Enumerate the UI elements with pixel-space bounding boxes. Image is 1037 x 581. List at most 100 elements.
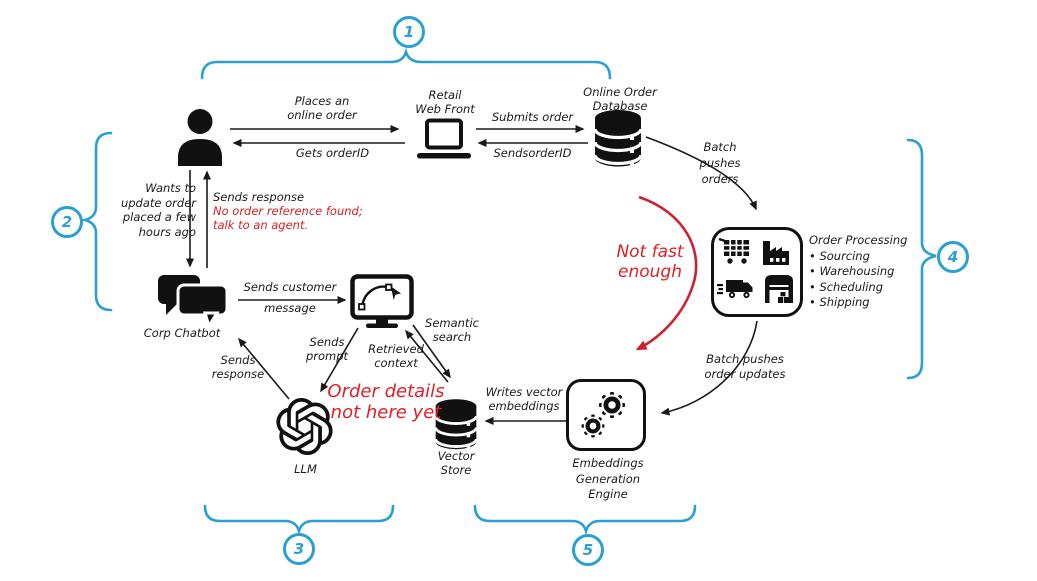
- retail-web-front-icon: [417, 118, 471, 159]
- badge-5-number: 5: [582, 541, 594, 559]
- sends-customer-line2: message: [264, 301, 316, 315]
- corp-chatbot-text: Corp Chatbot: [143, 326, 221, 340]
- arrow-retrieved-context: [405, 329, 449, 383]
- badge-4-number: 4: [947, 248, 959, 266]
- edge-label-submits-order: Submits order: [480, 110, 585, 125]
- order-details-line2: not here yet: [330, 402, 442, 423]
- llm-icon: [276, 398, 333, 455]
- sends-prompt-line2: prompt: [305, 348, 349, 363]
- writes-vector-line1: Writes vector: [485, 385, 563, 399]
- annotation-order-details: Order details not here yet: [318, 381, 454, 423]
- wants-line1: Wants to: [145, 181, 196, 195]
- gets-orderid-text: Gets orderID: [295, 146, 370, 160]
- embeddings-engine-gears: [579, 390, 627, 440]
- vector-store-line2: Store: [440, 462, 472, 477]
- semantic-line1: Semantic: [425, 316, 479, 330]
- factory-icon: [763, 241, 789, 265]
- batch-orders-line2: pushes: [699, 156, 741, 170]
- sends-customer-line1: Sends customer: [243, 280, 337, 294]
- edge-label-sends-orderid: SendsorderID: [480, 146, 585, 161]
- brace-3: [203, 504, 395, 536]
- brace-2: [80, 131, 113, 312]
- arrow-batch-pushes-orders: [645, 136, 757, 211]
- customer-icon: [178, 109, 222, 166]
- edge-label-sends-customer-line2: message: [236, 301, 344, 316]
- edge-label-gets-orderid: Gets orderID: [270, 146, 395, 161]
- embeddings-line2: Generation: [575, 471, 641, 486]
- node-label-online-order-database: Online Order Database: [572, 85, 668, 113]
- retrieved-line1: Retrieved: [368, 342, 424, 356]
- sends-response-chatbot-line1: Sends: [220, 353, 256, 367]
- arrow-batch-pushes-updates: [660, 320, 758, 416]
- node-label-embeddings-engine: Embeddings Generation Engine: [558, 456, 658, 503]
- badge-3-number: 3: [293, 540, 305, 558]
- sends-response-user-text: Sends response: [213, 190, 305, 204]
- edge-label-places-order: Places an online order: [263, 94, 381, 122]
- retail-line1: Retail: [428, 88, 462, 102]
- edge-label-semantic-search: Semantic search: [416, 316, 488, 344]
- badge-3: 3: [283, 533, 315, 565]
- edge-label-sends-customer-line1: Sends customer: [236, 280, 344, 295]
- edge-label-sends-response-chatbot: Sends response: [202, 353, 274, 381]
- brace-5: [473, 504, 697, 536]
- batch-orders-line1: Batch: [703, 140, 737, 154]
- semantic-line2: search: [432, 329, 472, 344]
- edge-label-sends-response-user: Sends response No order reference found;…: [213, 190, 363, 232]
- llm-text: LLM: [294, 462, 317, 476]
- orchestrator-monitor-icon: [350, 274, 414, 328]
- edge-label-wants-update: Wants to update order placed a few hours…: [108, 181, 196, 239]
- warehouse-icon: [765, 275, 793, 303]
- edge-label-retrieved-context: Retrieved context: [360, 342, 432, 370]
- corp-chatbot-icon: [158, 275, 229, 326]
- arrow-llm-to-chatbot: [238, 337, 290, 400]
- annotation-not-fast-enough: Not fast enough: [608, 242, 692, 282]
- order-processing-bullet-warehousing: • Warehousing: [809, 264, 895, 278]
- no-order-reference-line1: No order reference found;: [213, 204, 363, 218]
- no-order-reference-line2: talk to an agent.: [213, 218, 309, 232]
- retail-line2: Web Front: [415, 101, 475, 116]
- embeddings-line1: Embeddings: [572, 456, 644, 470]
- order-processing-title: Order Processing: [809, 233, 908, 247]
- edge-label-batch-pushes-updates: Batch pushes order updates: [694, 352, 796, 382]
- places-order-line1: Places an: [294, 94, 350, 108]
- order-processing-bullet-sourcing: • Sourcing: [809, 248, 870, 263]
- not-fast-enough-arc: [635, 195, 698, 351]
- not-fast-line1: Not fast: [616, 242, 684, 262]
- retrieved-line2: context: [374, 355, 418, 370]
- node-label-retail-web-front: Retail Web Front: [411, 88, 479, 116]
- places-order-line2: online order: [287, 107, 357, 122]
- vector-store-line1: Vector: [437, 449, 475, 463]
- badge-5: 5: [572, 534, 604, 566]
- batch-orders-line3: orders: [701, 172, 739, 186]
- wants-line4: hours ago: [138, 224, 196, 239]
- online-order-database-icon: [593, 110, 643, 167]
- vector-store-icon: [434, 399, 478, 450]
- edge-label-writes-vector: Writes vector embeddings: [477, 385, 571, 413]
- edge-label-batch-pushes-orders: Batch pushes orders: [692, 139, 748, 187]
- order-processing-bullet-shipping: • Shipping: [809, 295, 870, 309]
- cart-icon: [718, 237, 749, 264]
- order-details-line1: Order details: [327, 381, 445, 402]
- sends-response-chatbot-line2: response: [211, 366, 265, 381]
- order-processing-bullet-scheduling: • Scheduling: [809, 279, 883, 294]
- not-fast-line2: enough: [618, 262, 682, 282]
- batch-updates-line2: order updates: [704, 367, 786, 381]
- node-label-order-processing: Order Processing • Sourcing • Warehousin…: [809, 233, 934, 311]
- brace-4: [906, 138, 937, 380]
- node-label-vector-store: Vector Store: [424, 449, 488, 477]
- badge-4: 4: [937, 241, 969, 273]
- wants-line2: update order: [120, 195, 196, 210]
- order-processing-icons: [717, 237, 793, 303]
- arrow-sends-prompt: [320, 327, 359, 393]
- writes-vector-line2: embeddings: [488, 398, 560, 413]
- delivery-truck-icon: [717, 280, 753, 299]
- batch-updates-line1: Batch pushes: [706, 352, 784, 366]
- brace-1: [200, 47, 612, 80]
- submits-order-text: Submits order: [491, 110, 574, 124]
- arrow-semantic-search: [412, 324, 451, 379]
- badge-2-number: 2: [61, 213, 73, 231]
- node-label-corp-chatbot: Corp Chatbot: [134, 326, 230, 341]
- edge-label-sends-prompt: Sends prompt: [296, 335, 358, 363]
